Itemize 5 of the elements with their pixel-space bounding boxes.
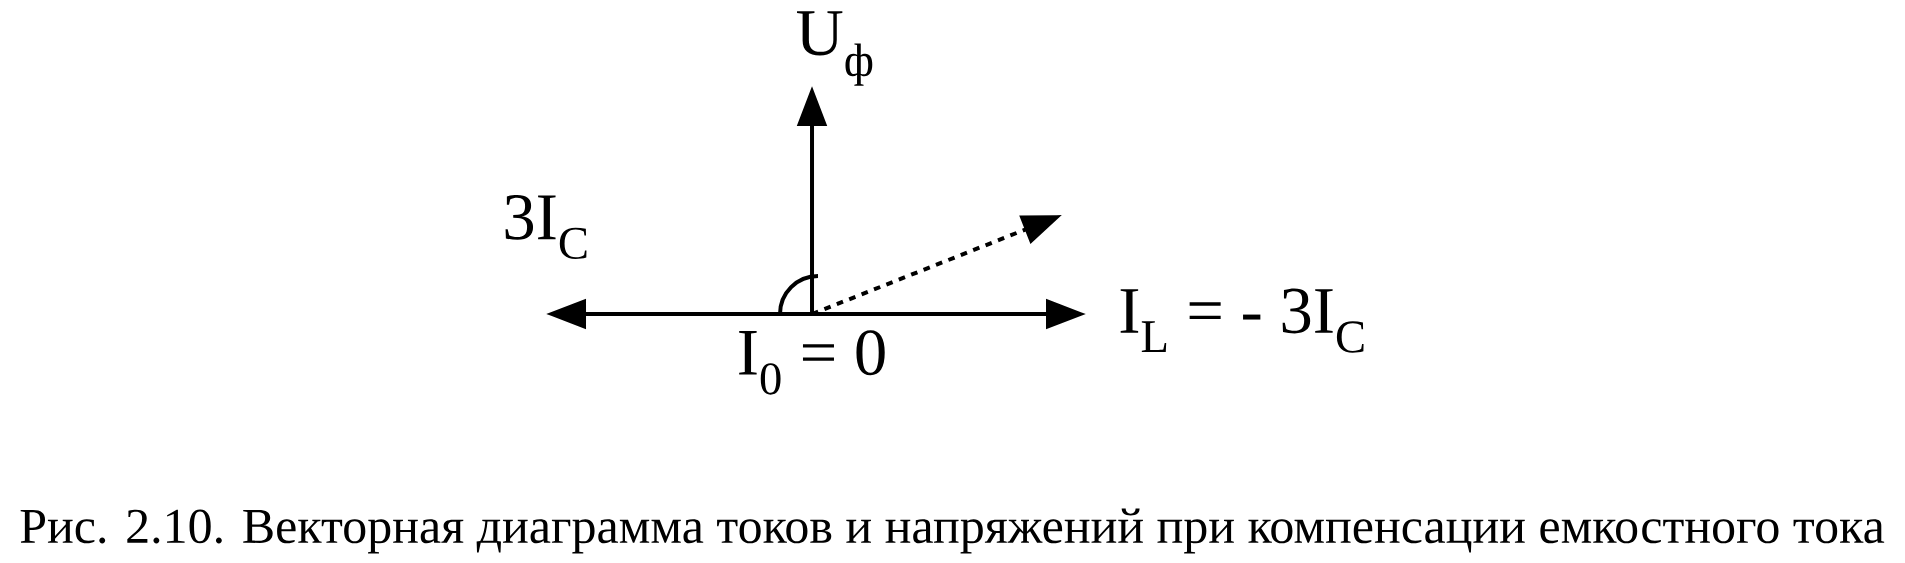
vector-label: 3I$_{C}$ <box>505 195 587 260</box>
vector-label: I$_{L}$ = - 3I$_{C}$ <box>1120 288 1364 353</box>
vector-label: U$_{ф}$ <box>797 11 873 86</box>
caption: Рис. 2.10. Векторная диаграмма токов и напряжений при компенсации емкостного тока <box>20 508 1885 554</box>
vector-label: I$_{0}$ = 0 <box>739 330 885 395</box>
